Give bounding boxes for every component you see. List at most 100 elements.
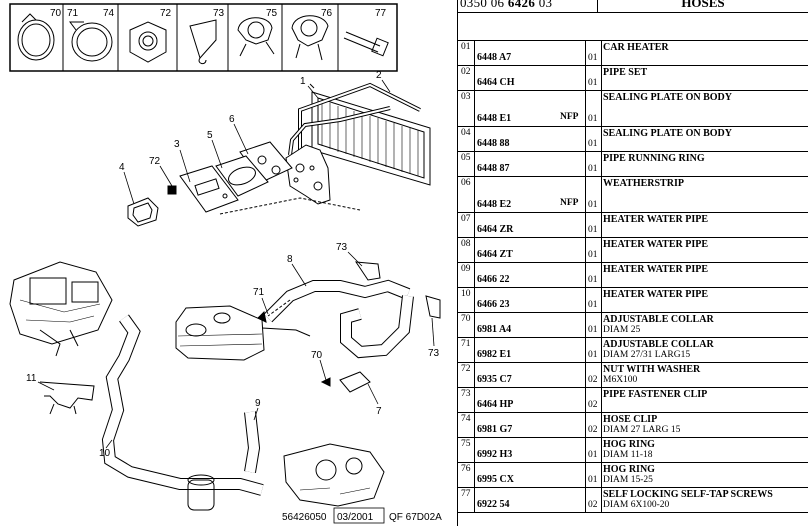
col-divider [585, 66, 586, 90]
col-divider [474, 263, 475, 287]
description: HEATER WATER PIPE [603, 239, 709, 250]
col-divider [474, 488, 475, 512]
col-divider [601, 41, 602, 65]
ref-number: 07 [461, 214, 471, 224]
quantity: 02 [588, 375, 598, 385]
part-number: 6448 88 [477, 138, 510, 149]
sub-description: DIAM 15-25 [603, 475, 653, 485]
callout-9: 9 [255, 398, 261, 409]
col-divider [585, 91, 586, 126]
callout-73a: 73 [336, 242, 348, 253]
thumb-label: 77 [375, 8, 387, 19]
ref-number: 06 [461, 178, 471, 188]
catalog-code: 0350 06 6426 03 [460, 0, 552, 11]
col-divider [474, 152, 475, 176]
quantity: 01 [588, 325, 598, 335]
col-divider [601, 127, 602, 151]
col-divider [601, 338, 602, 362]
part-number: 6935 C7 [477, 374, 512, 385]
quantity: 01 [588, 200, 598, 210]
table-title: HOSES [597, 0, 808, 12]
col-divider [585, 313, 586, 337]
description: HOG RING [603, 439, 655, 450]
sub-description: DIAM 27/31 LARG15 [603, 350, 691, 360]
nfp-flag: NFP [560, 198, 579, 208]
part-number: 6448 E2 [477, 199, 512, 210]
ref-number: 77 [461, 489, 471, 499]
quantity: 01 [588, 450, 598, 460]
part-number: 6466 22 [477, 274, 510, 285]
part-number: 6982 E1 [477, 349, 512, 360]
description: SELF LOCKING SELF-TAP SCREWS [603, 489, 773, 500]
col-divider [474, 388, 475, 412]
ref-number: 76 [461, 464, 471, 474]
description: SEALING PLATE ON BODY [603, 92, 733, 103]
callout-2: 2 [376, 70, 382, 81]
col-divider [601, 152, 602, 176]
description: HOSE CLIP [603, 414, 658, 425]
ref-number: 74 [461, 414, 471, 424]
description: WEATHERSTRIP [603, 178, 684, 189]
description: PIPE SET [603, 67, 648, 78]
description: HEATER WATER PIPE [603, 289, 709, 300]
col-divider [601, 488, 602, 512]
thumb-label: 75 [266, 8, 278, 19]
col-divider [601, 213, 602, 237]
ref-number: 71 [461, 339, 471, 349]
col-divider [474, 463, 475, 487]
quantity: 01 [588, 250, 598, 260]
col-divider [474, 413, 475, 437]
table-row: 04 6448 88 01 SEALING PLATE ON BODY [458, 126, 808, 151]
quantity: 01 [588, 475, 598, 485]
part-number: 6981 A4 [477, 324, 512, 335]
thumb-label: 73 [213, 8, 225, 19]
description: SEALING PLATE ON BODY [603, 128, 733, 139]
quantity: 01 [588, 275, 598, 285]
ref-number: 10 [461, 289, 471, 299]
description: ADJUSTABLE COLLAR [603, 339, 714, 350]
table-row: 06 6448 E2 NFP 01 WEATHERSTRIP [458, 176, 808, 212]
part-number: 6466 23 [477, 299, 510, 310]
col-divider [601, 363, 602, 387]
callout-3: 3 [174, 139, 180, 150]
col-divider [474, 213, 475, 237]
title-text: HOSES [681, 0, 725, 10]
leader-lines [37, 79, 435, 449]
col-divider [601, 91, 602, 126]
footer-code: QF 67D02A [389, 512, 442, 523]
ref-number: 05 [461, 153, 471, 163]
col-divider [474, 363, 475, 387]
col-divider [601, 388, 602, 412]
ref-number: 02 [461, 67, 471, 77]
col-divider [601, 413, 602, 437]
callout-5: 5 [207, 130, 213, 141]
col-divider [585, 213, 586, 237]
col-divider [601, 438, 602, 462]
col-divider [474, 127, 475, 151]
thumbnail-strip [9, 3, 398, 72]
ref-number: 72 [461, 364, 471, 374]
code-bold: 6426 [507, 0, 536, 10]
col-divider [601, 66, 602, 90]
quantity: 01 [588, 139, 598, 149]
hoses-drawing [9, 261, 441, 511]
ref-number: 01 [461, 42, 471, 52]
ref-number: 73 [461, 389, 471, 399]
code-suffix: 03 [538, 0, 553, 10]
ref-number: 04 [461, 128, 471, 138]
sub-description: DIAM 27 LARG 15 [603, 425, 681, 435]
thumb-label: 74 [103, 8, 115, 19]
col-divider [585, 388, 586, 412]
ref-number: 70 [461, 314, 471, 324]
callouts: 1 2 3 4 5 6 72 8 71 73 70 73 7 11 9 10 [26, 70, 440, 459]
col-divider [601, 313, 602, 337]
quantity: 02 [588, 425, 598, 435]
col-divider [585, 413, 586, 437]
